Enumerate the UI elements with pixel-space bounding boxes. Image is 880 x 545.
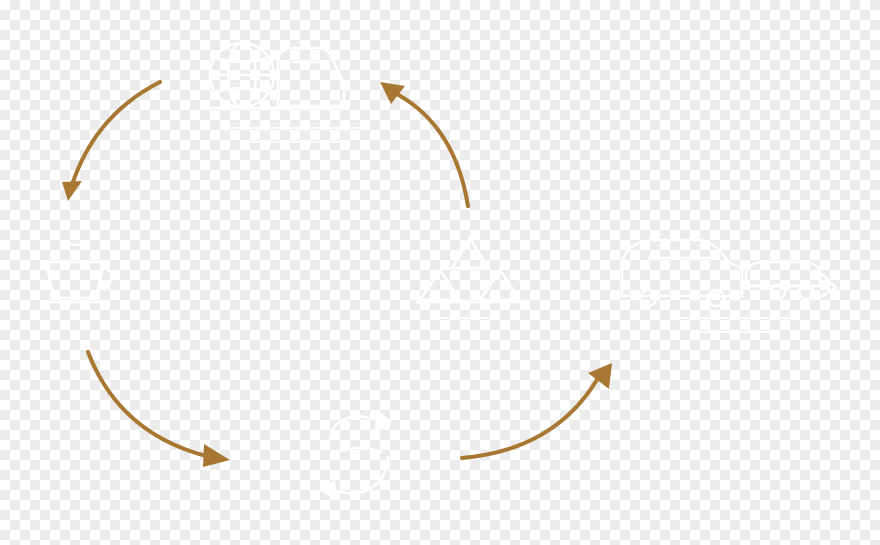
cup-icon bbox=[40, 238, 114, 304]
stacked-triangles-icon bbox=[416, 235, 524, 304]
globe-truck-icon bbox=[200, 41, 350, 110]
arrow-bottom-to-right bbox=[460, 363, 612, 460]
car-trailer-icon bbox=[620, 238, 839, 308]
arrow-top-to-left bbox=[62, 80, 162, 201]
top-caption-lines bbox=[220, 127, 360, 143]
recycle-icon bbox=[319, 409, 393, 501]
right-caption-lines bbox=[680, 317, 790, 333]
arrow-left-to-bottom bbox=[86, 350, 230, 467]
arrow-center-to-top bbox=[380, 82, 470, 208]
